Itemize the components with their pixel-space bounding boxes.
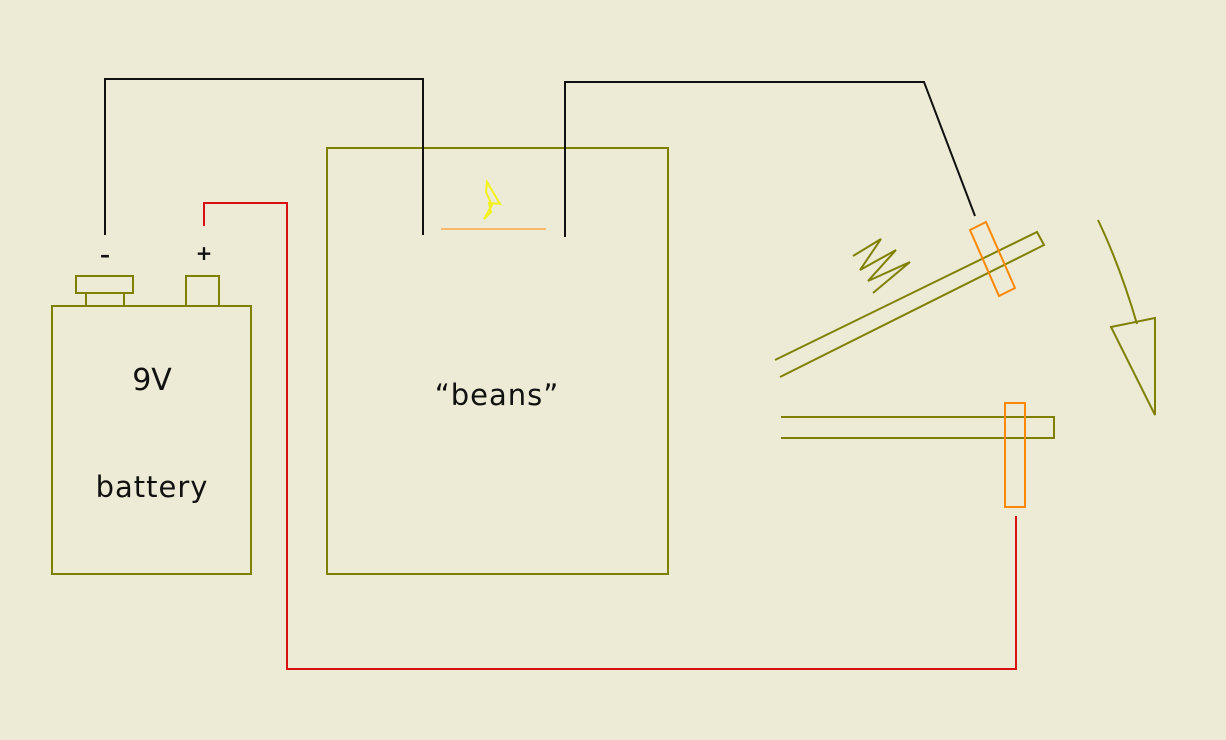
wire-negative-to-container xyxy=(104,78,424,235)
battery-plus-sign: + xyxy=(196,241,213,265)
battery-negative-terminal-stem xyxy=(85,292,125,307)
battery xyxy=(51,275,252,575)
battery-name-label: battery xyxy=(96,470,209,504)
spring-icon xyxy=(852,238,911,294)
wire-container-to-upper-contact xyxy=(564,81,976,237)
upper-contact xyxy=(968,220,1017,298)
spark-icon xyxy=(483,178,502,220)
beans-container xyxy=(326,147,669,575)
battery-voltage-label: 9V xyxy=(132,363,172,398)
beans-container-label: “beans” xyxy=(435,378,560,412)
battery-body xyxy=(51,305,252,575)
lower-contact xyxy=(1004,402,1026,508)
rotation-arrow-icon xyxy=(1109,316,1156,416)
switch-upper-arm xyxy=(774,230,1046,378)
switch-lower-arm xyxy=(781,416,1055,439)
battery-minus-sign: – xyxy=(100,243,110,267)
rotation-arrow-shaft xyxy=(1097,219,1138,325)
battery-positive-terminal xyxy=(185,275,220,307)
wire-positive-to-lower-contact xyxy=(203,202,1017,670)
